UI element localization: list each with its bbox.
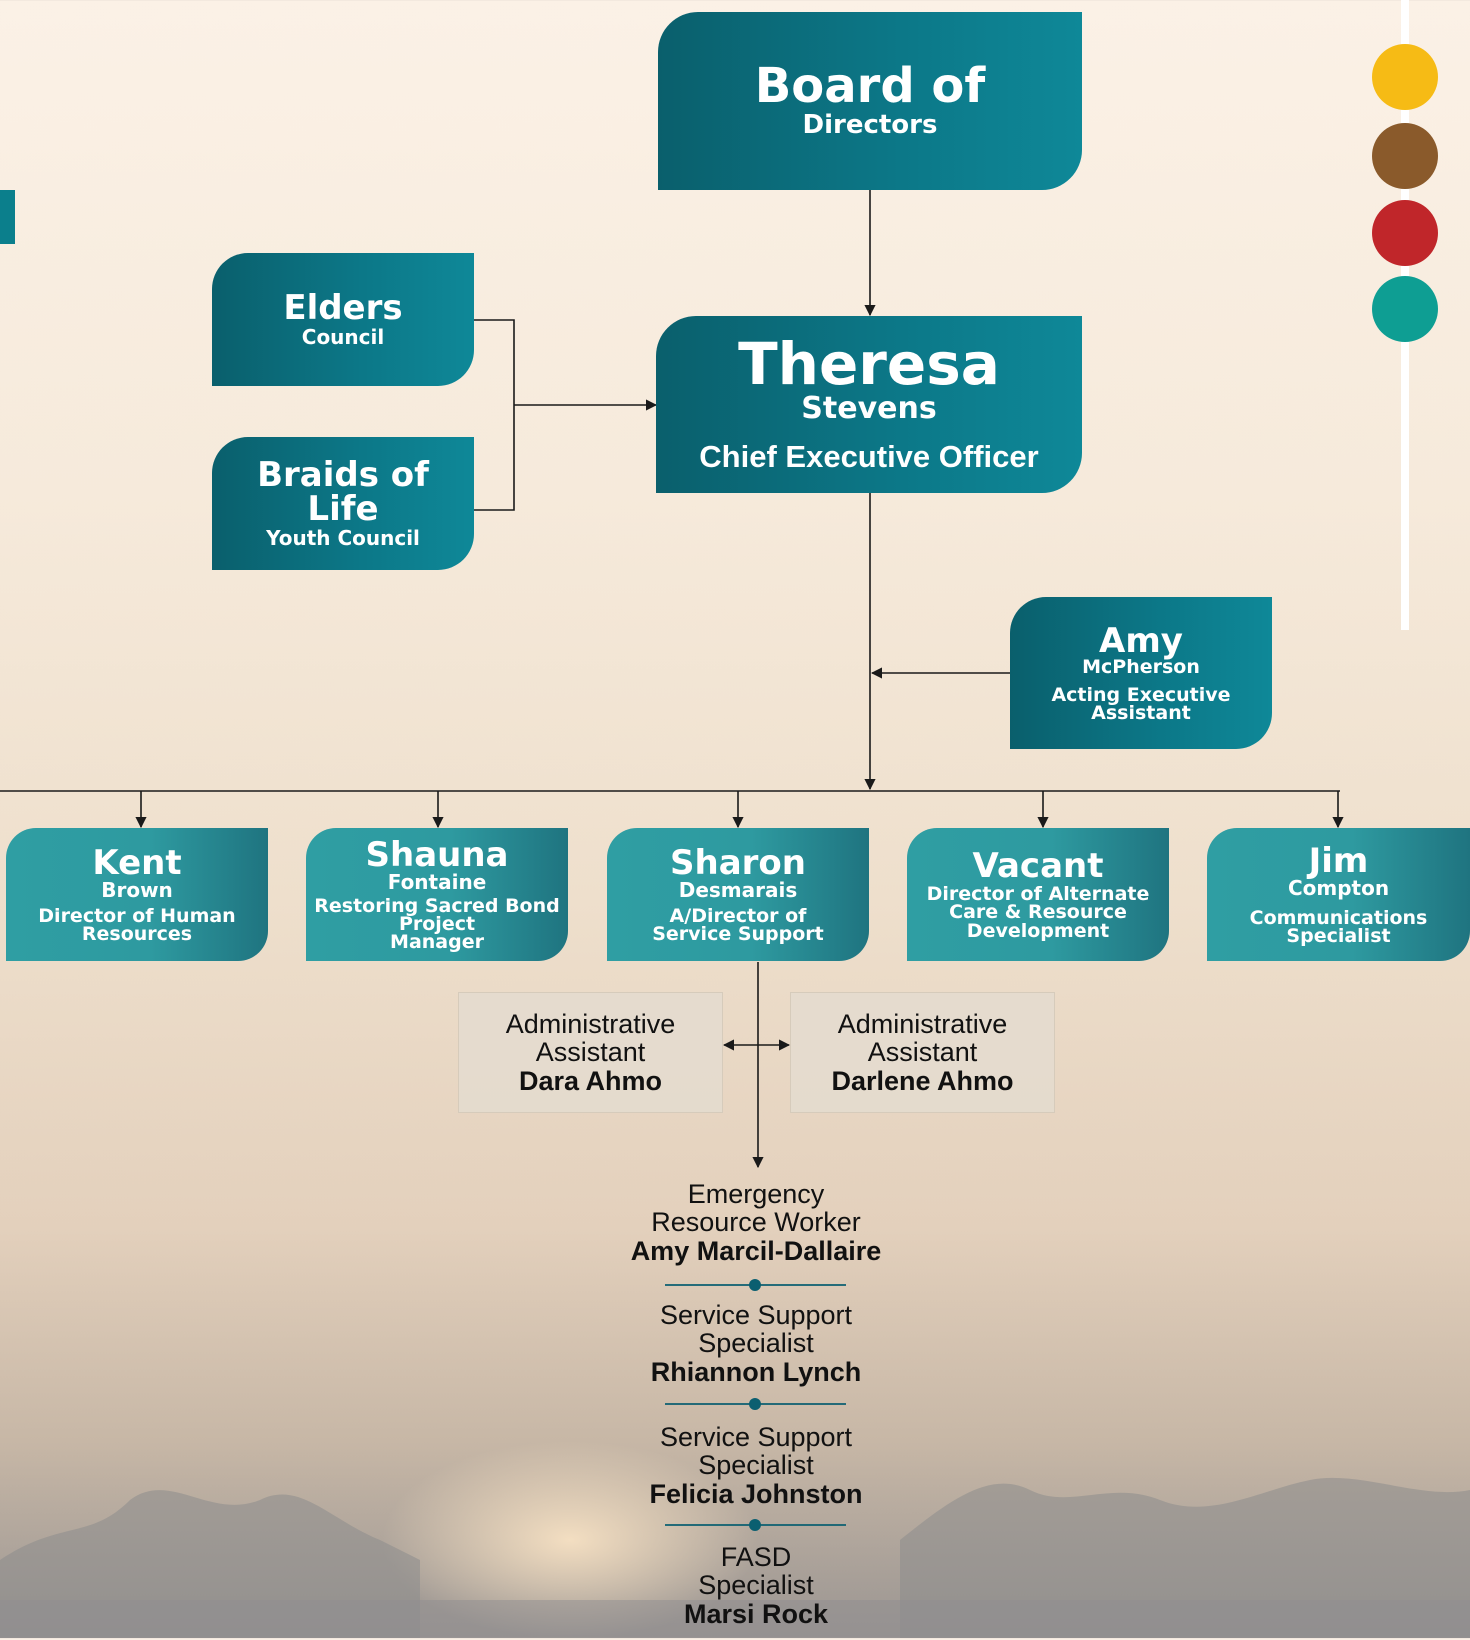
director-role-line1: Restoring Sacred Bond: [314, 894, 560, 917]
director-last-name: Brown: [101, 877, 173, 902]
director-first-name: Sharon: [670, 842, 806, 883]
braids-title-line2: Life: [307, 489, 379, 529]
director-role-line1: Communications: [1249, 906, 1428, 929]
admin-name: Darlene Ahmo: [831, 1065, 1014, 1096]
admin-assistant-card-dara: Administrative Assistant Dara Ahmo: [458, 992, 723, 1113]
director-role-line3: Development: [966, 919, 1110, 942]
staff-role-line1: Emergency: [687, 1179, 825, 1209]
director-card-shauna: Shauna Fontaine Restoring Sacred Bond Pr…: [306, 828, 568, 961]
staff-item-service-support-specialist-1: Service Support Specialist Rhiannon Lync…: [596, 1301, 916, 1386]
director-role-line2: Care & Resource: [949, 901, 1127, 924]
staff-role-line1: Service Support: [659, 1422, 853, 1452]
director-role-line2: Specialist: [1286, 925, 1391, 947]
staff-item-service-support-specialist-2: Service Support Specialist Felicia Johns…: [596, 1423, 916, 1508]
admin-assistant-card-darlene: Administrative Assistant Darlene Ahmo: [790, 992, 1055, 1113]
admin-role-line2: Assistant: [867, 1037, 978, 1068]
staff-item-fasd-specialist: FASD Specialist Marsi Rock: [596, 1543, 916, 1628]
director-role-line2: Project: [398, 912, 476, 935]
director-card-kent: Kent Brown Director of Human Resources: [6, 828, 268, 961]
assistant-first-name: Amy: [1099, 620, 1183, 661]
director-first-name: Kent: [92, 842, 182, 883]
assistant-role-line1: Acting Executive: [1051, 683, 1231, 706]
board-title: Board of: [754, 58, 986, 115]
braids-subtitle: Youth Council: [266, 526, 420, 550]
director-last-name: Desmarais: [678, 877, 798, 902]
staff-role-line2: Specialist: [698, 1328, 814, 1359]
admin-name: Dara Ahmo: [518, 1065, 663, 1096]
director-last-name: Compton: [1287, 875, 1390, 900]
yellow-dot-icon: [1372, 44, 1438, 110]
director-role-line1: Director of Alternate: [926, 883, 1150, 906]
left-edge-tab: [0, 190, 15, 244]
director-card-jim: Jim Compton Communications Specialist: [1207, 828, 1470, 961]
director-card-sharon: Sharon Desmarais A/Director of Service S…: [607, 828, 869, 961]
director-first-name: Jim: [1308, 840, 1369, 881]
staff-role-line2: Resource Worker: [651, 1207, 861, 1238]
director-first-name: Vacant: [972, 846, 1104, 887]
staff-role-line1: FASD: [720, 1542, 792, 1572]
admin-role-line1: Administrative: [837, 1008, 1008, 1039]
director-role-line3: Manager: [390, 931, 484, 954]
director-role-line2: Service Support: [652, 923, 824, 945]
director-role-line1: A/Director of: [669, 904, 807, 927]
braids-title-line1: Braids of: [257, 455, 429, 495]
staff-name: Amy Marcil-Dallaire: [630, 1235, 882, 1266]
teal-dot-icon: [1372, 276, 1438, 342]
ceo-box: Theresa Stevens Chief Executive Officer: [656, 316, 1082, 493]
admin-role-line2: Assistant: [535, 1037, 646, 1068]
red-dot-icon: [1372, 200, 1438, 266]
director-last-name: Fontaine: [387, 869, 487, 894]
director-card-vacant: Vacant Director of Alternate Care & Reso…: [907, 828, 1169, 961]
ceo-last-name: Stevens: [801, 391, 937, 427]
ceo-first-name: Theresa: [738, 330, 1000, 399]
director-role-line2: Resources: [81, 923, 193, 945]
board-subtitle: Directors: [802, 110, 938, 141]
staff-role-line1: Service Support: [659, 1300, 853, 1330]
staff-name: Felicia Johnston: [649, 1478, 863, 1509]
assistant-last-name: McPherson: [1082, 655, 1200, 678]
admin-role-line1: Administrative: [505, 1008, 676, 1039]
director-first-name: Shauna: [365, 834, 509, 875]
staff-name: Rhiannon Lynch: [650, 1356, 862, 1387]
braids-of-life-box: Braids of Life Youth Council: [212, 437, 474, 570]
assistant-role-line2: Assistant: [1091, 701, 1191, 724]
elders-subtitle: Council: [301, 325, 385, 349]
elders-council-box: Elders Council: [212, 253, 474, 386]
staff-role-line2: Specialist: [698, 1570, 814, 1601]
staff-item-emergency-resource-worker: Emergency Resource Worker Amy Marcil-Dal…: [596, 1180, 916, 1265]
staff-name: Marsi Rock: [683, 1598, 829, 1629]
director-role-line1: Director of Human: [38, 904, 236, 927]
elders-title: Elders: [283, 288, 403, 328]
staff-role-line2: Specialist: [698, 1450, 814, 1481]
executive-assistant-box: Amy McPherson Acting Executive Assistant: [1010, 597, 1272, 749]
brown-dot-icon: [1372, 123, 1438, 189]
ceo-title: Chief Executive Officer: [699, 438, 1039, 474]
board-of-directors-box: Board of Directors: [658, 12, 1082, 190]
